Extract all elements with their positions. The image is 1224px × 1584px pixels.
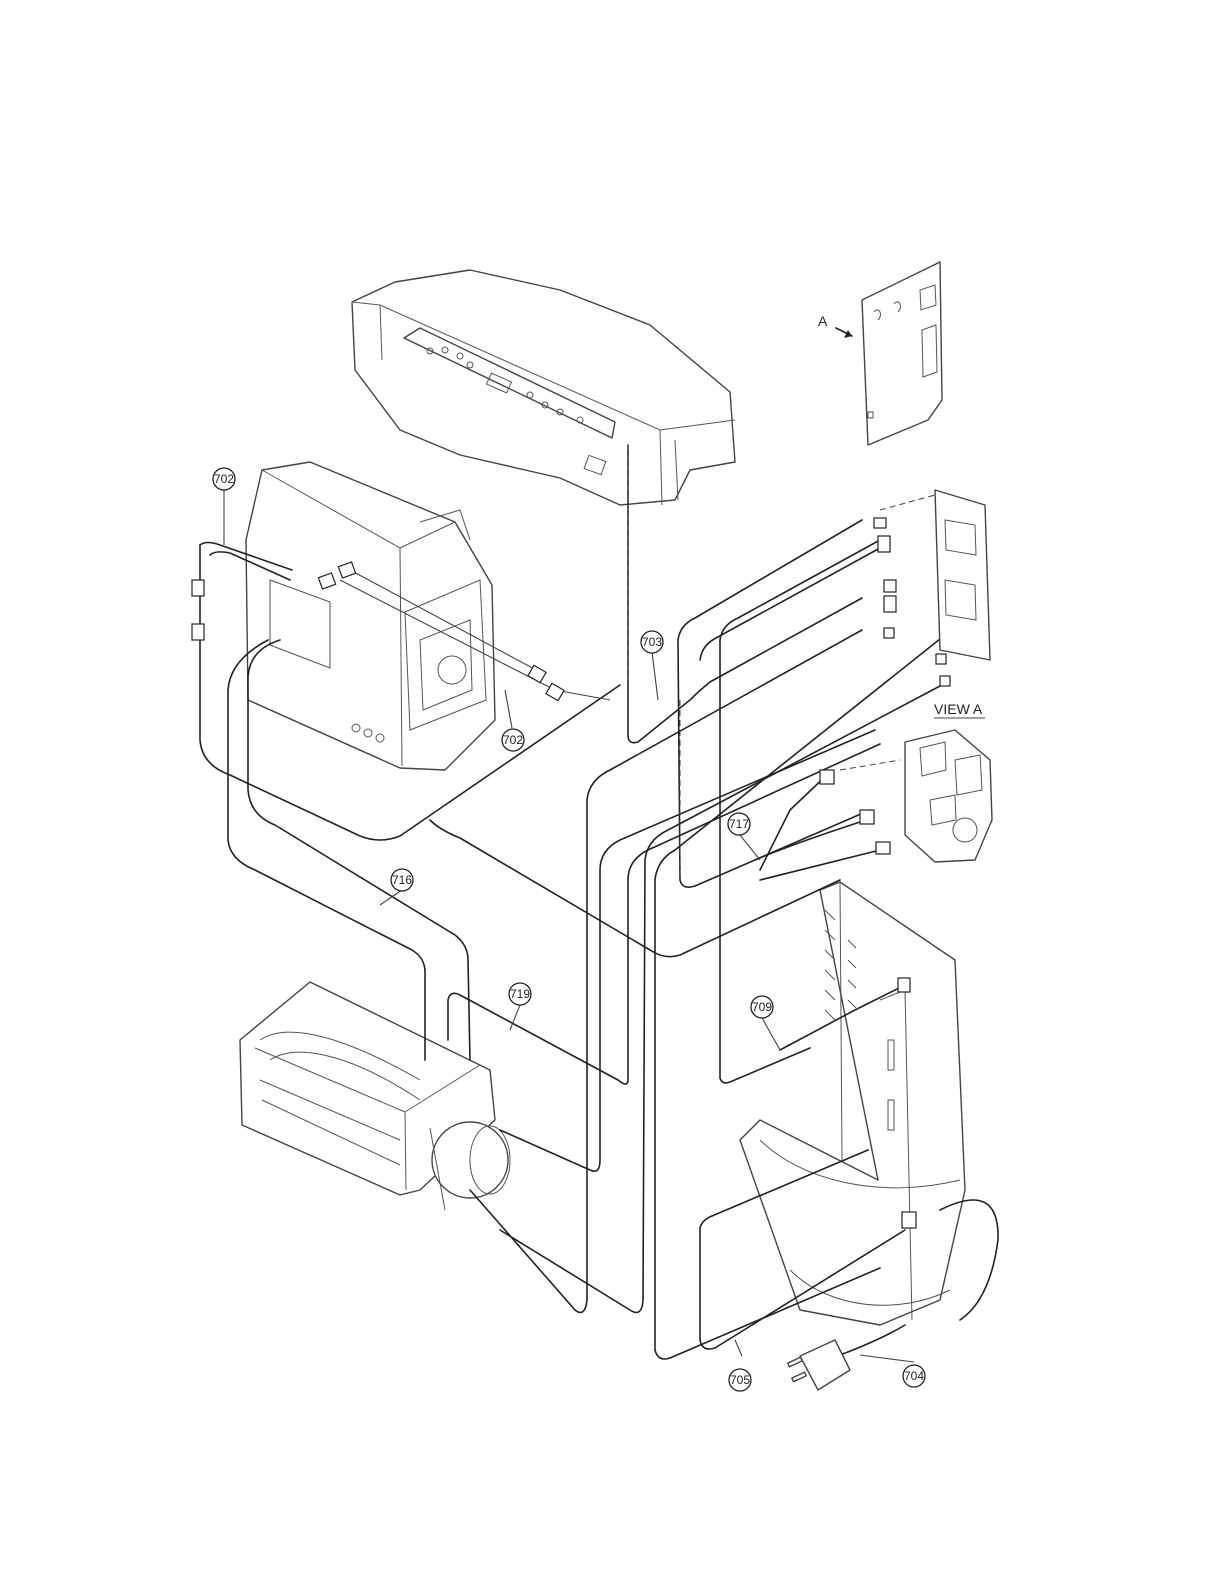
callout-705: 705 (729, 1369, 751, 1391)
callout-719: 719 (509, 983, 531, 1005)
callout-label: 717 (729, 817, 749, 831)
callout-702-middle: 702 (502, 729, 524, 751)
callout-716: 716 (391, 869, 413, 891)
callout-717: 717 (728, 813, 750, 835)
callout-702-top: 702 (213, 468, 235, 490)
wire-harness-717 (755, 772, 880, 880)
callout-709: 709 (751, 996, 773, 1018)
main-pcb-view-a (862, 262, 942, 445)
callout-label: 705 (730, 1373, 750, 1387)
heat-exchanger-unit (246, 462, 495, 770)
view-a-label: VIEW A (934, 701, 985, 718)
gas-valve (905, 730, 992, 862)
callout-label: 702 (214, 472, 234, 486)
view-a-arrow: A (818, 313, 852, 338)
callout-label: 703 (642, 635, 662, 649)
dashed-leaders (628, 445, 935, 880)
callout-label: 709 (752, 1000, 772, 1014)
callout-label: 716 (392, 873, 412, 887)
callout-703: 703 (641, 631, 663, 653)
view-letter-label: A (818, 313, 828, 329)
callout-label: 702 (503, 733, 523, 747)
callout-label: 719 (510, 987, 530, 1001)
view-a-board-detail (935, 490, 990, 660)
cabinet-chassis (740, 882, 965, 1325)
callout-704: 704 (903, 1365, 925, 1387)
callout-label: 704 (904, 1369, 924, 1383)
view-a-text: VIEW A (934, 701, 983, 717)
